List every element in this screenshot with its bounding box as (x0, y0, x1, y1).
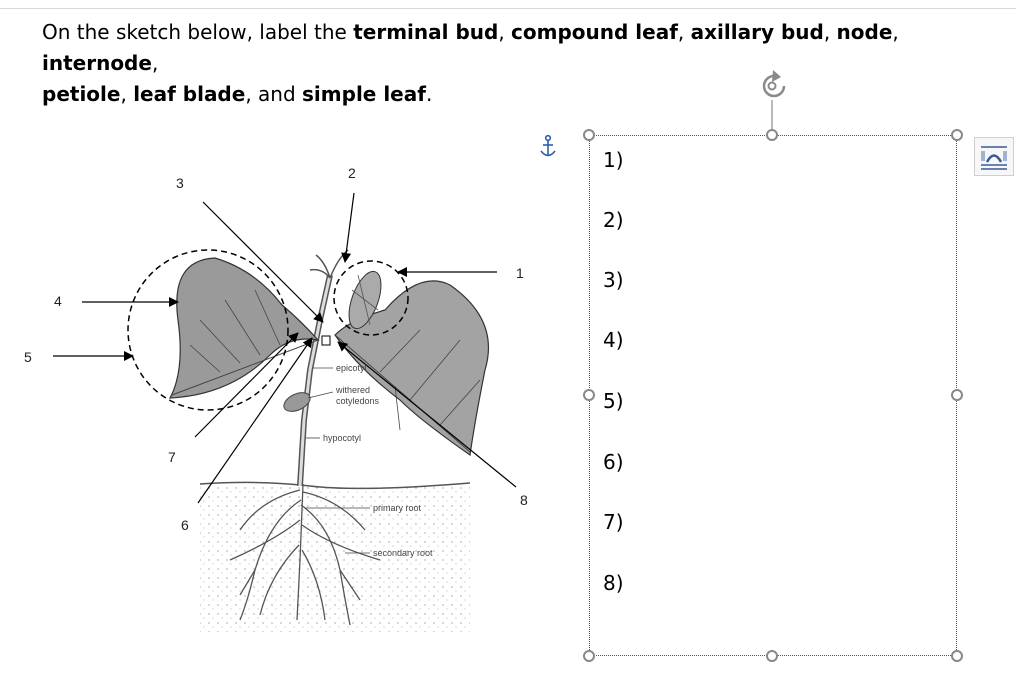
withered-cotyledons (283, 392, 311, 412)
resize-handle-bottom-right[interactable] (951, 650, 963, 662)
answer-item-8[interactable]: 8) (603, 571, 624, 595)
answer-item-4[interactable]: 4) (603, 328, 624, 352)
callout-numbers: 1 2 3 4 5 6 7 8 (24, 165, 528, 533)
term-petiole: petiole (42, 82, 121, 106)
resize-handle-bottom[interactable] (766, 650, 778, 662)
label-secondary-root: secondary root (373, 548, 433, 558)
label-hypocotyl: hypocotyl (323, 433, 361, 443)
instructions-text: On the sketch below, label the terminal … (42, 20, 899, 106)
soil (199, 481, 471, 632)
layout-options-button[interactable] (974, 137, 1014, 176)
rotate-handle-icon[interactable] (762, 70, 786, 130)
layout-options-icon (981, 146, 1007, 170)
answer-item-2[interactable]: 2) (603, 208, 624, 232)
callout-3: 3 (176, 175, 184, 191)
callout-1: 1 (516, 265, 524, 281)
anchor-icon[interactable] (540, 134, 556, 157)
label-cotyledons: cotyledons (336, 396, 380, 406)
callout-6: 6 (181, 517, 189, 533)
answer-item-3[interactable]: 3) (603, 268, 624, 292)
pointer-lines (53, 192, 517, 504)
left-leaf (168, 257, 320, 399)
resize-handle-top-left[interactable] (583, 129, 595, 141)
answer-item-5[interactable]: 5) (603, 389, 624, 413)
answer-item-7[interactable]: 7) (603, 510, 624, 534)
callout-2: 2 (348, 165, 356, 181)
answer-item-1[interactable]: 1) (603, 148, 624, 172)
term-compound-leaf: compound leaf (511, 20, 678, 44)
resize-handle-left[interactable] (583, 389, 595, 401)
term-axillary-bud: axillary bud (690, 20, 824, 44)
callout-5: 5 (24, 349, 32, 365)
resize-handle-top-right[interactable] (951, 129, 963, 141)
dashed-circle-right (333, 260, 409, 336)
callout-4: 4 (54, 293, 62, 309)
answer-text-box[interactable] (589, 135, 957, 656)
axillary-bud-marker (321, 335, 331, 346)
term-simple-leaf: simple leaf (302, 82, 426, 106)
term-leaf-blade: leaf blade (133, 82, 246, 106)
resize-handle-right[interactable] (951, 389, 963, 401)
right-leaf (334, 280, 489, 457)
term-node: node (836, 20, 893, 44)
dashed-circle-left (127, 249, 289, 411)
label-epicotyl: epicotyl (336, 363, 367, 373)
label-withered: withered (335, 385, 370, 395)
resize-handle-top[interactable] (766, 129, 778, 141)
callout-8: 8 (520, 492, 528, 508)
callout-7: 7 (168, 449, 176, 465)
term-internode: internode (42, 51, 152, 75)
terminal-bud (309, 249, 382, 330)
resize-handle-bottom-left[interactable] (583, 650, 595, 662)
answer-item-6[interactable]: 6) (603, 450, 624, 474)
term-terminal-bud: terminal bud (353, 20, 499, 44)
root-system (229, 483, 381, 626)
label-primary-root: primary root (373, 503, 422, 513)
part-labels: epicotyl withered cotyledons hypocotyl p… (305, 363, 433, 558)
stem (297, 274, 333, 487)
top-divider (0, 8, 1016, 9)
